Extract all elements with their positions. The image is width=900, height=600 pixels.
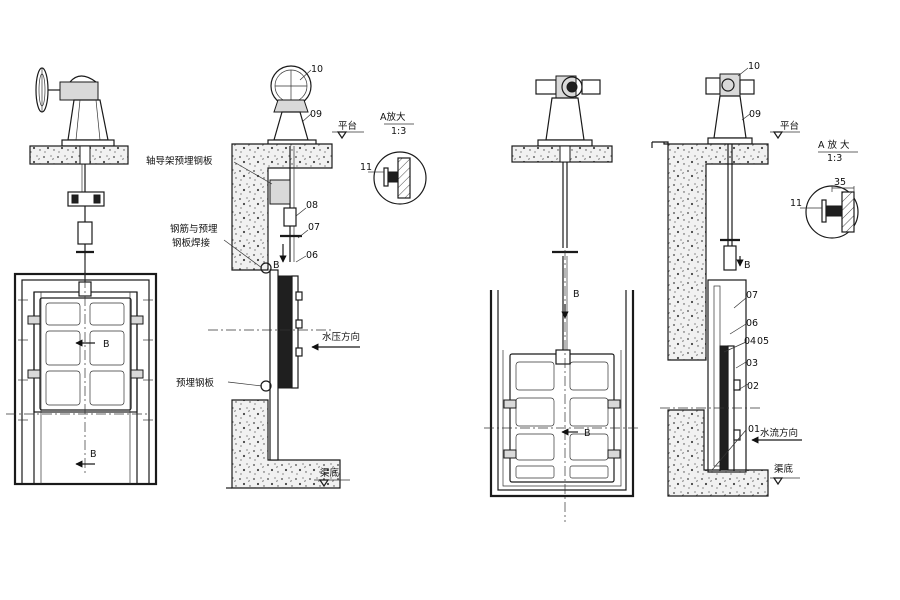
weld-note-leader: 钢筋与预埋 钢板焊接 [170,223,263,269]
section-mark-b: B [736,256,751,271]
section-letter: B [273,260,280,271]
item-number-06: 06 [746,318,758,329]
channel-bottom-label: 渠底 [774,463,794,475]
view3-front-elevation: B B [484,75,640,522]
item-number-01: 01 [748,424,760,435]
gate-frame [13,272,158,486]
platform-level-mark: 平台 [332,120,364,140]
handwheel-icon [35,67,62,113]
section-mark-b-2: B [75,449,97,468]
callout-04-05: 04 05 [723,336,769,353]
electric-actuator [535,75,601,147]
pressure-direction: 水压方向 [311,331,360,351]
spindle [269,146,302,262]
gearbox-actuator [59,75,115,147]
item-number-08: 08 [306,200,318,211]
view4-side-section: B 10 09 07 06 04 05 03 02 [651,61,859,497]
flow-direction: 水流方向 [751,427,802,444]
callout-10: 10 [299,64,323,81]
spindle-and-coupling [67,164,105,284]
embedded-plate-label: 预埋钢板 [176,377,215,389]
item-number-09: 09 [749,109,761,120]
section-letter: B [744,260,751,271]
embedded-plate-leader: 预埋钢板 [176,377,263,389]
item-number-10: 10 [748,61,760,72]
item-number-07: 07 [308,222,320,233]
pressure-direction-label: 水压方向 [322,331,360,343]
item-number-11: 11 [790,198,802,209]
item-number-02: 02 [747,381,759,392]
detail-scale: 1:3 [827,153,842,164]
callout-01: 01 [711,424,760,471]
channel-bottom-label: 渠底 [320,467,340,479]
callout-10: 10 [737,61,760,77]
platform-wall [651,141,769,497]
section-mark-b: B [273,244,287,271]
gate-frame [489,290,635,498]
callout-02: 02 [737,381,759,392]
view1-front-elevation: B B [6,67,158,486]
section-mark-b-1: B [75,339,110,350]
detail-a-view2: A放大 1:3 11 [360,111,427,205]
platform-label: 平台 [338,120,357,132]
spindle [552,162,578,352]
spindle [720,144,740,271]
platform-label: 平台 [780,120,799,132]
item-number-05: 05 [757,336,769,347]
detail-scale: 1:3 [391,126,406,137]
bracket-plate-leader: 轴导架预埋钢板 [146,155,273,185]
platform-slab [29,145,129,165]
callout-08: 08 [295,200,318,217]
callout-03: 03 [735,358,758,369]
detail-title: A 放 大 [818,139,850,151]
platform-level-mark: 平台 [770,120,800,140]
item-number-03: 03 [746,358,758,369]
electric-actuator [705,73,755,145]
channel-bottom-mark: 渠底 [314,467,350,488]
item-number-09: 09 [310,109,322,120]
item-number-04: 04 [744,336,756,347]
callout-06: 06 [729,318,758,335]
bracket-plate-label: 轴导架预埋钢板 [146,155,213,167]
gate-side [260,262,303,461]
gearbox-actuator [267,99,317,147]
callout-09: 09 [741,109,761,121]
callout-09: 09 [301,109,322,123]
item-number-11: 11 [360,162,372,173]
callout-07: 07 [733,290,758,309]
item-number-07: 07 [746,290,758,301]
gate-leaf [27,281,144,411]
callout-06: 06 [295,250,318,263]
item-number-10: 10 [311,64,323,75]
view2-side-section: B 10 09 08 07 06 平台 轴导架预埋钢板 [146,64,427,489]
channel-bottom-mark: 渠底 [770,463,800,486]
weld-note-line2: 钢板焊接 [172,237,211,249]
callout-07: 07 [297,222,320,239]
section-mark-b-2: B [561,428,591,439]
weld-note-line1: 钢筋与预埋 [170,223,218,235]
item-number-06: 06 [306,250,318,261]
detail-a-view4: A 放 大 1:3 35 11 [790,139,859,239]
gate-guide [707,279,747,473]
gate-leaf [503,349,621,483]
section-letter: B [584,428,591,439]
section-mark-b-1: B [561,289,580,319]
dimension-35: 35 [834,177,846,188]
section-letter: B [90,449,97,460]
section-letter: B [103,339,110,350]
section-letter: B [573,289,580,300]
detail-title: A放大 [380,111,406,123]
flow-direction-label: 水流方向 [760,427,798,439]
platform-slab [511,145,613,163]
